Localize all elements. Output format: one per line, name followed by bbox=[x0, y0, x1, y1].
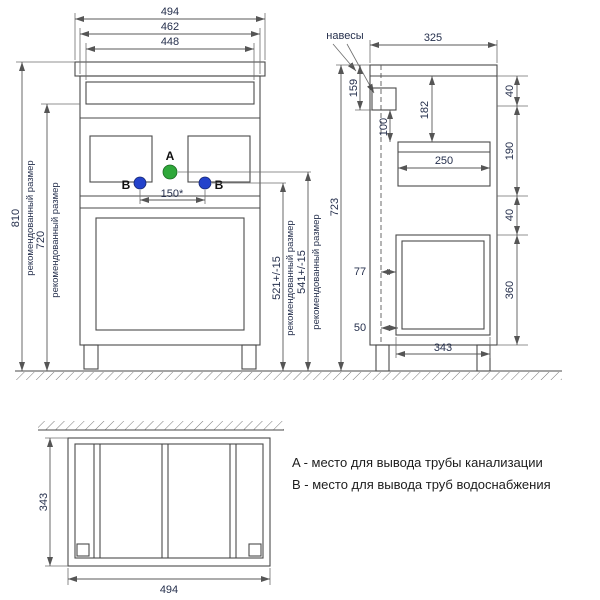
dim-middle: 521+/-15 рекомендованный размер 541+/-15… bbox=[178, 64, 370, 371]
dim-250-label: 250 bbox=[435, 155, 453, 167]
legend: A - место для вывода трубы канализации B… bbox=[292, 455, 551, 492]
dim-541-label: 541+/-15 bbox=[296, 250, 308, 294]
marker-b-left-label: B bbox=[122, 178, 131, 192]
recommended-size-label-3: рекомендованный размер bbox=[285, 220, 296, 335]
wall-hanger-bracket bbox=[371, 87, 397, 111]
dim-159-label: 159 bbox=[348, 79, 360, 97]
bottom-view bbox=[38, 421, 284, 567]
right-opening bbox=[187, 135, 251, 183]
dim-448-label: 448 bbox=[161, 36, 179, 48]
side-drawer bbox=[397, 141, 491, 187]
bottom-right-leg bbox=[248, 543, 262, 557]
recommended-size-label-4: рекомендованный размер bbox=[311, 214, 322, 329]
dim-190-label: 190 bbox=[504, 142, 516, 160]
front-view bbox=[74, 61, 266, 370]
wall-hatch bbox=[38, 421, 284, 430]
dim-side: 325 159 182 100 250 40 190 40 360 77 50 bbox=[348, 32, 528, 358]
pipe-markers: A B B bbox=[122, 149, 224, 192]
side-view bbox=[369, 64, 498, 372]
dim-front-top: 494 462 448 bbox=[74, 6, 266, 80]
lower-door bbox=[95, 217, 245, 331]
dim-343-side-label: 343 bbox=[434, 342, 452, 354]
dim-720-label: 720 bbox=[35, 231, 47, 249]
water-outlet-left-marker bbox=[133, 176, 147, 190]
dim-182-label: 182 bbox=[419, 101, 431, 119]
left-opening bbox=[89, 135, 153, 183]
side-back-leg bbox=[375, 344, 390, 372]
countertop bbox=[74, 61, 266, 77]
sink-apron bbox=[85, 81, 255, 105]
legend-line-b: B - место для вывода труб водоснабжения bbox=[292, 477, 551, 492]
front-left-leg bbox=[83, 344, 99, 370]
bottom-inner bbox=[74, 443, 264, 559]
marker-a-label: A bbox=[166, 149, 175, 163]
dim-494-bottom-label: 494 bbox=[160, 584, 178, 596]
drain-outlet-marker bbox=[162, 164, 178, 180]
bottom-outline bbox=[67, 437, 271, 567]
dim-462-label: 462 bbox=[161, 21, 179, 33]
front-right-leg bbox=[241, 344, 257, 370]
dim-494-top-label: 494 bbox=[161, 6, 179, 18]
side-outline bbox=[369, 64, 498, 346]
ground-line bbox=[15, 370, 562, 380]
cabinet-body bbox=[79, 75, 261, 346]
dim-325-label: 325 bbox=[424, 32, 442, 44]
dim-40-mid-label: 40 bbox=[504, 209, 516, 221]
dim-pipe-spacing: 150* bbox=[139, 188, 206, 204]
dim-50-label: 50 bbox=[354, 322, 366, 334]
dim-77-label: 77 bbox=[354, 266, 366, 278]
dim-100-label: 100 bbox=[378, 118, 390, 136]
dim-521-label: 521+/-15 bbox=[271, 256, 283, 300]
dim-723-label: 723 bbox=[329, 198, 341, 216]
water-outlet-right-marker bbox=[198, 176, 212, 190]
dim-front-left: 810 рекомендованный размер 720 рекомендо… bbox=[10, 61, 80, 371]
marker-b-right-label: B bbox=[215, 178, 224, 192]
dim-150-label: 150* bbox=[161, 188, 184, 200]
recommended-size-label-2: рекомендованный размер bbox=[50, 182, 61, 297]
hangers-label: навесы bbox=[326, 30, 364, 42]
side-lower-cabinet bbox=[395, 234, 491, 336]
dim-343-bottom-label: 343 bbox=[38, 493, 50, 511]
side-front-leg bbox=[476, 344, 491, 372]
dim-360-label: 360 bbox=[504, 281, 516, 299]
ground-hatch bbox=[15, 372, 562, 380]
dim-bottom: 343 494 bbox=[38, 437, 271, 596]
recommended-size-label-1: рекомендованный размер bbox=[25, 160, 36, 275]
bottom-left-leg bbox=[76, 543, 90, 557]
dim-810-label: 810 bbox=[10, 209, 22, 227]
dim-40-top-label: 40 bbox=[504, 85, 516, 97]
legend-line-a: A - место для вывода трубы канализации bbox=[292, 455, 543, 470]
